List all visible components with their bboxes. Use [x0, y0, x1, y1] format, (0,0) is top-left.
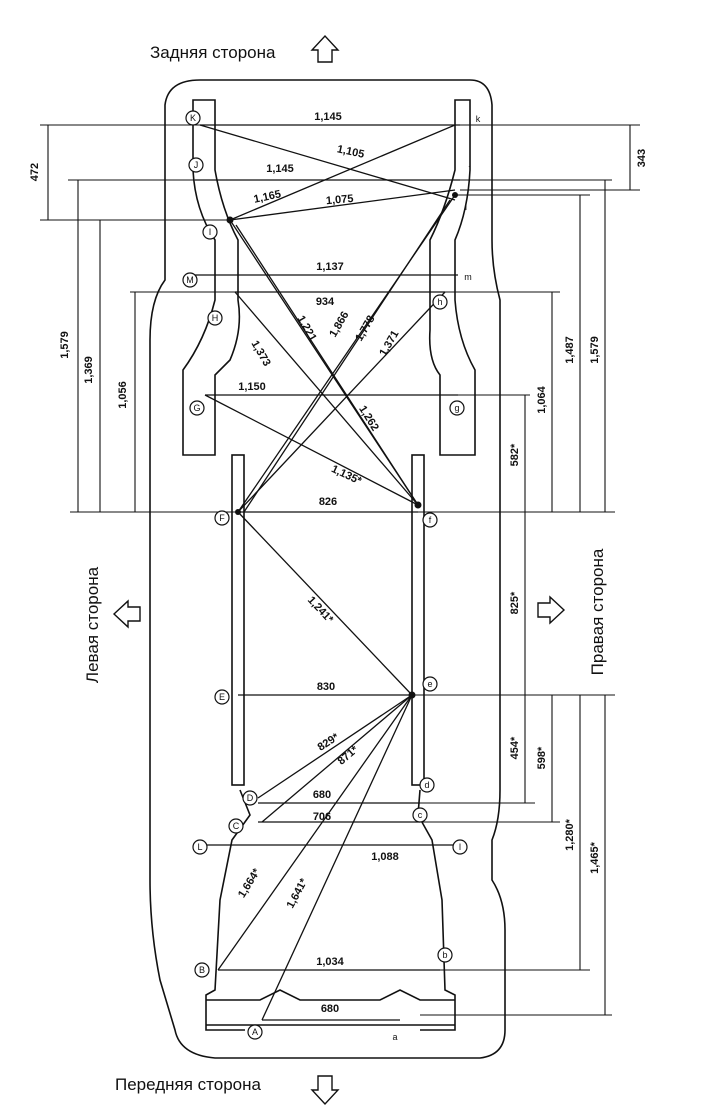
dim-h2-row: 934 — [316, 296, 335, 308]
dim-v1056: 1,056 — [117, 381, 129, 409]
point-l-label: L — [197, 842, 202, 852]
front-side-label: Передняя сторона — [115, 1075, 261, 1094]
point-h-right-label: h — [437, 297, 442, 307]
dim-a-row: 680 — [321, 1003, 339, 1015]
point-a-right-label: a — [392, 1032, 397, 1042]
dim-diag-i-rj: 1,075 — [326, 193, 354, 207]
measure-nodes — [226, 192, 458, 699]
point-c-right-label: c — [418, 810, 423, 820]
point-m-right-label: m — [464, 272, 472, 282]
point-b-right-label: b — [442, 950, 447, 960]
dim-v454: 454* — [509, 736, 521, 759]
point-g-label: G — [193, 403, 200, 413]
front-right-rail — [417, 789, 456, 1031]
reference-points — [182, 110, 468, 1040]
rear-left-rail — [182, 99, 241, 456]
dim-v1579-right: 1,579 — [589, 336, 601, 364]
car-body-outline — [149, 79, 506, 1059]
point-j-label: J — [194, 160, 199, 170]
dim-v472: 472 — [29, 163, 41, 181]
dim-e-row: 830 — [317, 681, 335, 693]
point-labels: K J I M H G F E D C L B A h g f e d c l … — [186, 113, 481, 1042]
dim-diag-1866: 1,866 — [327, 310, 351, 340]
measurement-lines — [193, 124, 460, 1021]
point-c-label: C — [233, 821, 240, 831]
point-h-label: H — [212, 313, 219, 323]
dim-diag-b: 1,664* — [236, 866, 263, 900]
dim-v1280: 1,280* — [564, 818, 576, 851]
front-left-rail — [205, 789, 251, 1031]
dim-v1465: 1,465* — [589, 841, 601, 874]
point-e-label: E — [219, 692, 225, 702]
right-side-label: Правая сторона — [588, 548, 607, 675]
rear-right-rail — [428, 99, 476, 456]
point-l-right-label: l — [459, 842, 461, 852]
point-f-right-label: f — [429, 515, 432, 525]
dimension-values: 1,145 1,105 1,145 1,165 1,075 1,137 934 … — [236, 111, 402, 1015]
point-g-right-label: g — [454, 403, 459, 413]
point-a-label: A — [252, 1027, 258, 1037]
arrow-right-outline-icon — [537, 595, 566, 625]
left-side-label: Левая сторона — [83, 566, 102, 683]
vertical-dimension-lines — [40, 124, 640, 1016]
point-k-label: K — [190, 113, 196, 123]
arrow-left-outline-icon — [112, 599, 141, 629]
vertical-dimension-values: 472 1,579 1,369 1,056 343 1,579 1,487 1,… — [29, 149, 648, 874]
dim-v825: 825* — [509, 591, 521, 614]
center-right-rail — [411, 454, 425, 786]
dim-v1579-left: 1,579 — [59, 331, 71, 359]
dim-v582: 582* — [509, 443, 521, 466]
dim-g-row: 1,150 — [238, 381, 266, 393]
front-crossmember — [206, 989, 455, 1026]
dim-h-row: 1,137 — [316, 261, 344, 273]
arrow-down-outline-icon — [310, 1075, 340, 1106]
point-i-right-label: i — [465, 202, 467, 212]
dim-j-row: 1,145 — [266, 163, 294, 175]
point-i-label: I — [209, 227, 212, 237]
dim-diag-1371: 1,371 — [377, 329, 401, 359]
point-j-right-label: j — [468, 157, 471, 167]
point-k-right-label: k — [476, 114, 481, 124]
dim-k-top: 1,145 — [314, 111, 342, 123]
point-m-label: M — [186, 275, 194, 285]
dim-diag-1221: 1,221 — [295, 314, 319, 344]
dim-diag-1778: 1,778 — [353, 314, 377, 344]
arrow-up-outline-icon — [310, 34, 340, 63]
dim-f-row: 826 — [319, 496, 337, 508]
dim-diag-1262: 1,262 — [356, 404, 381, 434]
dim-b-row: 1,034 — [316, 956, 344, 968]
point-f-label: F — [219, 513, 225, 523]
dim-v598: 598* — [536, 746, 548, 769]
dim-v343: 343 — [636, 149, 648, 167]
dim-diag-e-c: 871* — [336, 743, 362, 767]
dim-v1064: 1,064 — [536, 385, 548, 413]
dim-diag-1373: 1,373 — [249, 339, 273, 369]
dim-diag-a: 1,641* — [285, 876, 311, 910]
center-left-rail — [231, 454, 245, 786]
dim-diag-i-j: 1,165 — [253, 188, 282, 205]
point-e-right-label: e — [427, 679, 432, 689]
dim-v1487: 1,487 — [564, 336, 576, 364]
dim-v1369: 1,369 — [83, 356, 95, 384]
rear-side-label: Задняя сторона — [150, 43, 276, 62]
point-d-label: D — [247, 793, 254, 803]
dim-diag-k: 1,105 — [336, 143, 365, 160]
dim-diag-f-g: 1,135* — [329, 463, 364, 488]
point-b-label: B — [199, 965, 205, 975]
dim-c-row: 706 — [313, 811, 331, 823]
point-d-right-label: d — [424, 780, 429, 790]
dim-l-row: 1,088 — [371, 851, 399, 863]
dim-d-row: 680 — [313, 789, 331, 801]
